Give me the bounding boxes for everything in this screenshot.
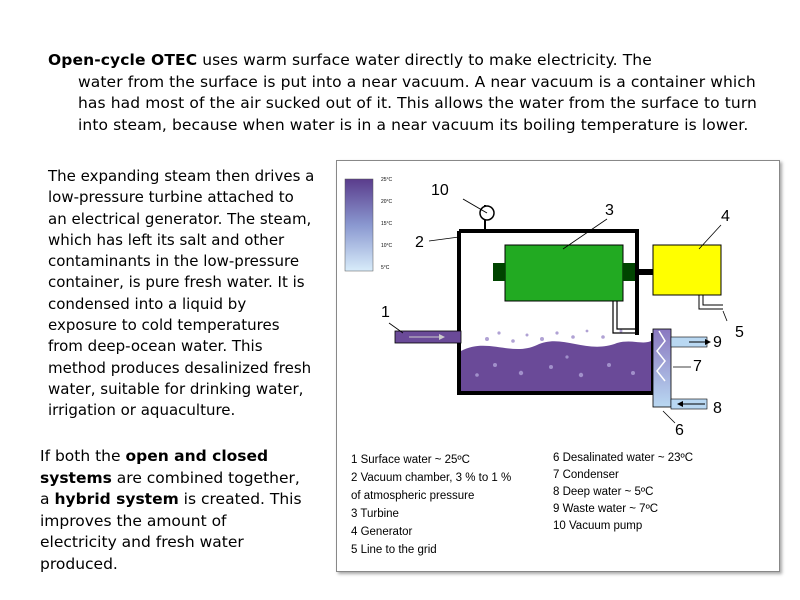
temperature-scale-bar xyxy=(344,178,374,272)
callout-4: 4 xyxy=(721,208,730,225)
intro-paragraph: Open-cycle OTEC uses warm surface water … xyxy=(48,50,768,136)
intro-lead: Open-cycle OTEC xyxy=(48,51,198,69)
condenser xyxy=(652,328,672,408)
legend-item: 7 Condenser xyxy=(553,469,619,481)
legend-item: 4 Generator xyxy=(351,526,413,538)
legend-item: 1 Surface water ~ 25ºC xyxy=(351,454,470,466)
legend-left: 1 Surface water ~ 25ºC 2 Vacuum chamber,… xyxy=(351,454,511,556)
legend-item: 10 Vacuum pump xyxy=(553,520,642,532)
vacuum-chamber-top-wall xyxy=(459,229,639,335)
turbine-left-hub xyxy=(493,263,505,281)
generator xyxy=(652,244,722,296)
legend-item: 2 Vacuum chamber, 3 % to 1 % xyxy=(351,472,511,484)
intro-first-line: uses warm surface water directly to make… xyxy=(197,51,652,69)
intro-rest: water from the surface is put into a nea… xyxy=(78,72,757,134)
chamber-water xyxy=(461,341,651,391)
temperature-scale-labels: 25°C 20°C 15°C 10°C 5°C xyxy=(381,177,393,271)
legend-item: of atmospheric pressure xyxy=(351,490,474,502)
callout-9: 9 xyxy=(713,334,722,351)
otec-diagram: 25°C 20°C 15°C 10°C 5°C xyxy=(336,160,780,572)
legend-item: 8 Deep water ~ 5ºC xyxy=(553,486,653,498)
hybrid-bold1: open and closed systems xyxy=(40,447,269,487)
hybrid-part3: is created. This improves the amount of … xyxy=(40,490,302,573)
callout-2: 2 xyxy=(415,234,424,251)
temp-label: 20°C xyxy=(381,199,393,205)
steam-bubbles xyxy=(475,329,635,378)
callout-8: 8 xyxy=(713,400,722,417)
legend-item: 3 Turbine xyxy=(351,508,399,520)
otec-diagram-svg: 25°C 20°C 15°C 10°C 5°C xyxy=(344,177,744,556)
callout-7: 7 xyxy=(693,358,702,375)
hybrid-paragraph: If both the open and closed systems are … xyxy=(40,446,308,575)
callout-10: 10 xyxy=(431,182,449,199)
temp-label: 25°C xyxy=(381,177,393,183)
turbine-right-hub xyxy=(623,263,635,281)
condenser-coil xyxy=(656,330,666,382)
legend-right: 6 Desalinated water ~ 23ºC 7 Condenser 8… xyxy=(553,452,693,532)
legend-item: 6 Desalinated water ~ 23ºC xyxy=(553,452,693,464)
turbine-shaft xyxy=(635,269,653,275)
callout-5: 5 xyxy=(735,324,744,341)
steam-paragraph: The expanding steam then drives a low-pr… xyxy=(48,167,315,420)
turbine xyxy=(504,244,624,302)
hybrid-part2: are combined together, a xyxy=(40,468,300,509)
temp-label: 10°C xyxy=(381,243,393,249)
temp-label: 5°C xyxy=(381,265,390,271)
legend-item: 5 Line to the grid xyxy=(351,544,437,556)
callout-3: 3 xyxy=(605,202,614,219)
callout-1: 1 xyxy=(381,304,390,321)
callout-6: 6 xyxy=(675,422,684,439)
legend-item: 9 Waste water ~ 7ºC xyxy=(553,503,658,515)
steam-pipe xyxy=(612,301,639,334)
grid-line xyxy=(698,295,723,310)
hybrid-bold2: hybrid system xyxy=(54,490,179,508)
temp-label: 15°C xyxy=(381,221,393,227)
hybrid-part1: If both the xyxy=(40,447,126,465)
